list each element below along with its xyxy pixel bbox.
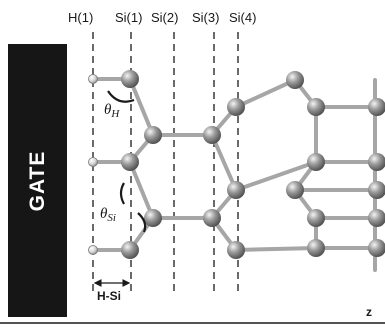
silicon-atom [203, 126, 221, 144]
hydrogen-atom [88, 245, 98, 255]
theta-h-arc [107, 90, 135, 103]
theta-si-arc-lower [137, 212, 147, 233]
hydrogen-atom [88, 157, 98, 167]
silicon-atom [368, 153, 385, 171]
silicon-atom [368, 209, 385, 227]
column-label-si2: Si(2) [151, 10, 178, 25]
silicon-atom [121, 70, 139, 88]
silicon-atom [144, 126, 162, 144]
bond [234, 160, 318, 192]
column-label-si1: Si(1) [115, 10, 142, 25]
silicon-atom [307, 209, 325, 227]
silicon-atom [307, 153, 325, 171]
silicon-atom [368, 98, 385, 116]
hydrogen-atoms [88, 74, 98, 255]
silicon-atom [227, 181, 245, 199]
silicon-atom [368, 181, 385, 199]
silicon-atom [307, 98, 325, 116]
bond [234, 246, 318, 252]
silicon-atom [227, 98, 245, 116]
silicon-atom [368, 239, 385, 257]
column-label-si4: Si(4) [229, 10, 256, 25]
silicon-atom [144, 209, 162, 227]
bond [234, 78, 297, 109]
theta-h-label: θH [104, 102, 120, 120]
bond [128, 77, 155, 137]
silicon-atom [121, 153, 139, 171]
silicon-atom [286, 181, 304, 199]
silicon-atom [203, 209, 221, 227]
h-si-label: H-Si [97, 289, 121, 303]
silicon-atom [286, 71, 304, 89]
theta-si-label: θSi [100, 206, 116, 224]
bond [210, 133, 238, 192]
theta-si-arc [119, 182, 125, 205]
silicon-atom [121, 241, 139, 259]
silicon-atoms [121, 70, 385, 259]
silicon-atom [227, 241, 245, 259]
column-label-si3: Si(3) [192, 10, 219, 25]
bond [128, 160, 155, 220]
silicon-atom [307, 239, 325, 257]
hydrogen-atom [88, 74, 98, 84]
gate-block: GATE [8, 44, 67, 317]
column-label-h1: H(1) [68, 10, 93, 25]
z-axis-label: z [366, 305, 372, 319]
